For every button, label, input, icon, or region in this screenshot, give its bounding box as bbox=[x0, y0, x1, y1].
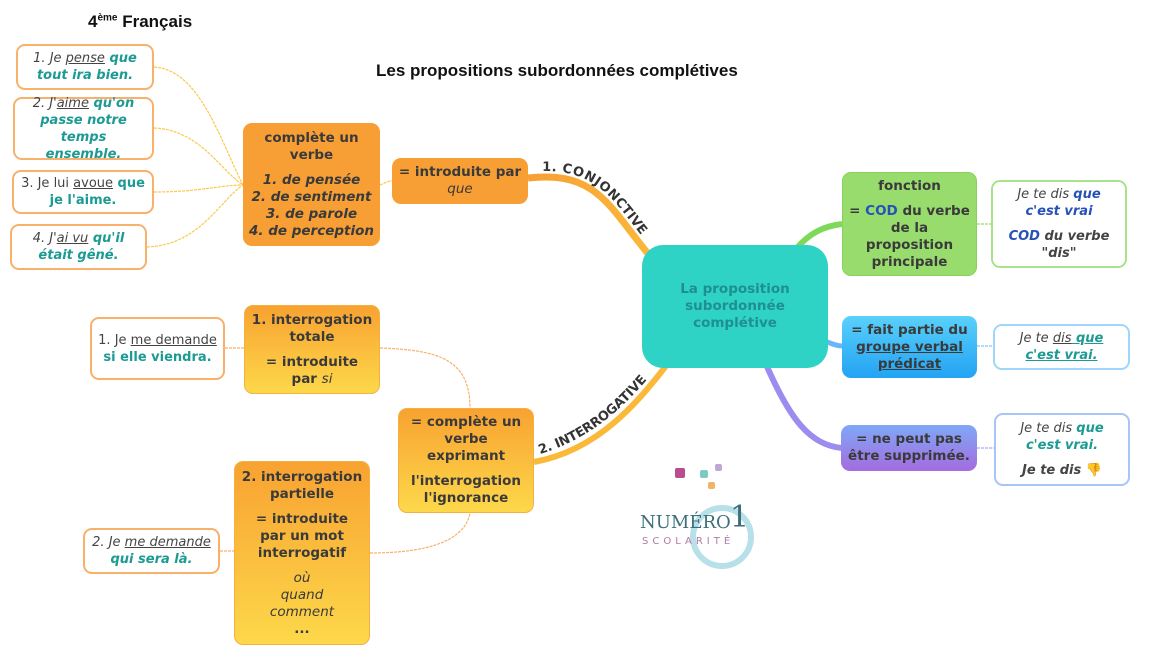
node-interrogation-totale[interactable]: 1. interrogation totale = introduite par… bbox=[244, 305, 380, 394]
branch-conjonctive bbox=[527, 173, 658, 265]
example-groupe-verbal: Je te dis que c'est vrai. bbox=[993, 324, 1130, 370]
node-complete-verbe[interactable]: complète un verbe 1. de pensée 2. de sen… bbox=[243, 123, 380, 246]
branch-fonction bbox=[792, 221, 843, 252]
node-interrogation-partielle[interactable]: 2. interrogation partielle = introduite … bbox=[234, 461, 370, 645]
example-links bbox=[146, 66, 994, 554]
node-groupe-verbal[interactable]: = fait partie du groupe verbal prédicat bbox=[842, 316, 977, 378]
example-2: 2. J'aime qu'on passe notre temps ensemb… bbox=[13, 96, 154, 162]
branch-supp bbox=[762, 360, 843, 451]
example-non-supprimable: Je te dis que c'est vrai. Je te dis 👎 bbox=[994, 413, 1130, 486]
example-4: 4. J'ai vu qu'il était gêné. bbox=[10, 224, 147, 270]
branch-interrogative bbox=[533, 356, 675, 465]
branch-label-interrogative: 2. INTERROGATIVE bbox=[537, 372, 650, 458]
example-fonction: Je te dis que c'est vrai COD du verbe "d… bbox=[991, 180, 1127, 268]
example-interro-totale: 1. Je me demande si elle viendra. bbox=[90, 317, 225, 380]
branch-gv bbox=[821, 337, 843, 349]
example-1: 1. Je pense que tout ira bien. bbox=[16, 44, 154, 90]
node-fonction[interactable]: fonction = COD du verbe de la propositio… bbox=[842, 172, 977, 276]
example-3: 3. Je lui avoue que je l'aime. bbox=[12, 170, 154, 214]
level-label: 4ème Français bbox=[88, 12, 193, 31]
page-title: Les propositions subordonnées complétive… bbox=[376, 61, 738, 80]
node-complete-verbe-exprimant[interactable]: = complète un verbe exprimant l'interrog… bbox=[398, 408, 534, 513]
numero1-logo: NUMÉRO 1 SCOLARITÉ bbox=[640, 460, 755, 570]
branch-label-conjonctive: 1. CONJONCTIVE bbox=[542, 160, 650, 238]
central-topic[interactable]: La proposition subordonnée complétive bbox=[645, 248, 825, 365]
node-non-supprimable[interactable]: = ne peut pas être supprimée. bbox=[841, 425, 977, 471]
thumbs-down-icon: 👎 bbox=[1085, 463, 1102, 478]
